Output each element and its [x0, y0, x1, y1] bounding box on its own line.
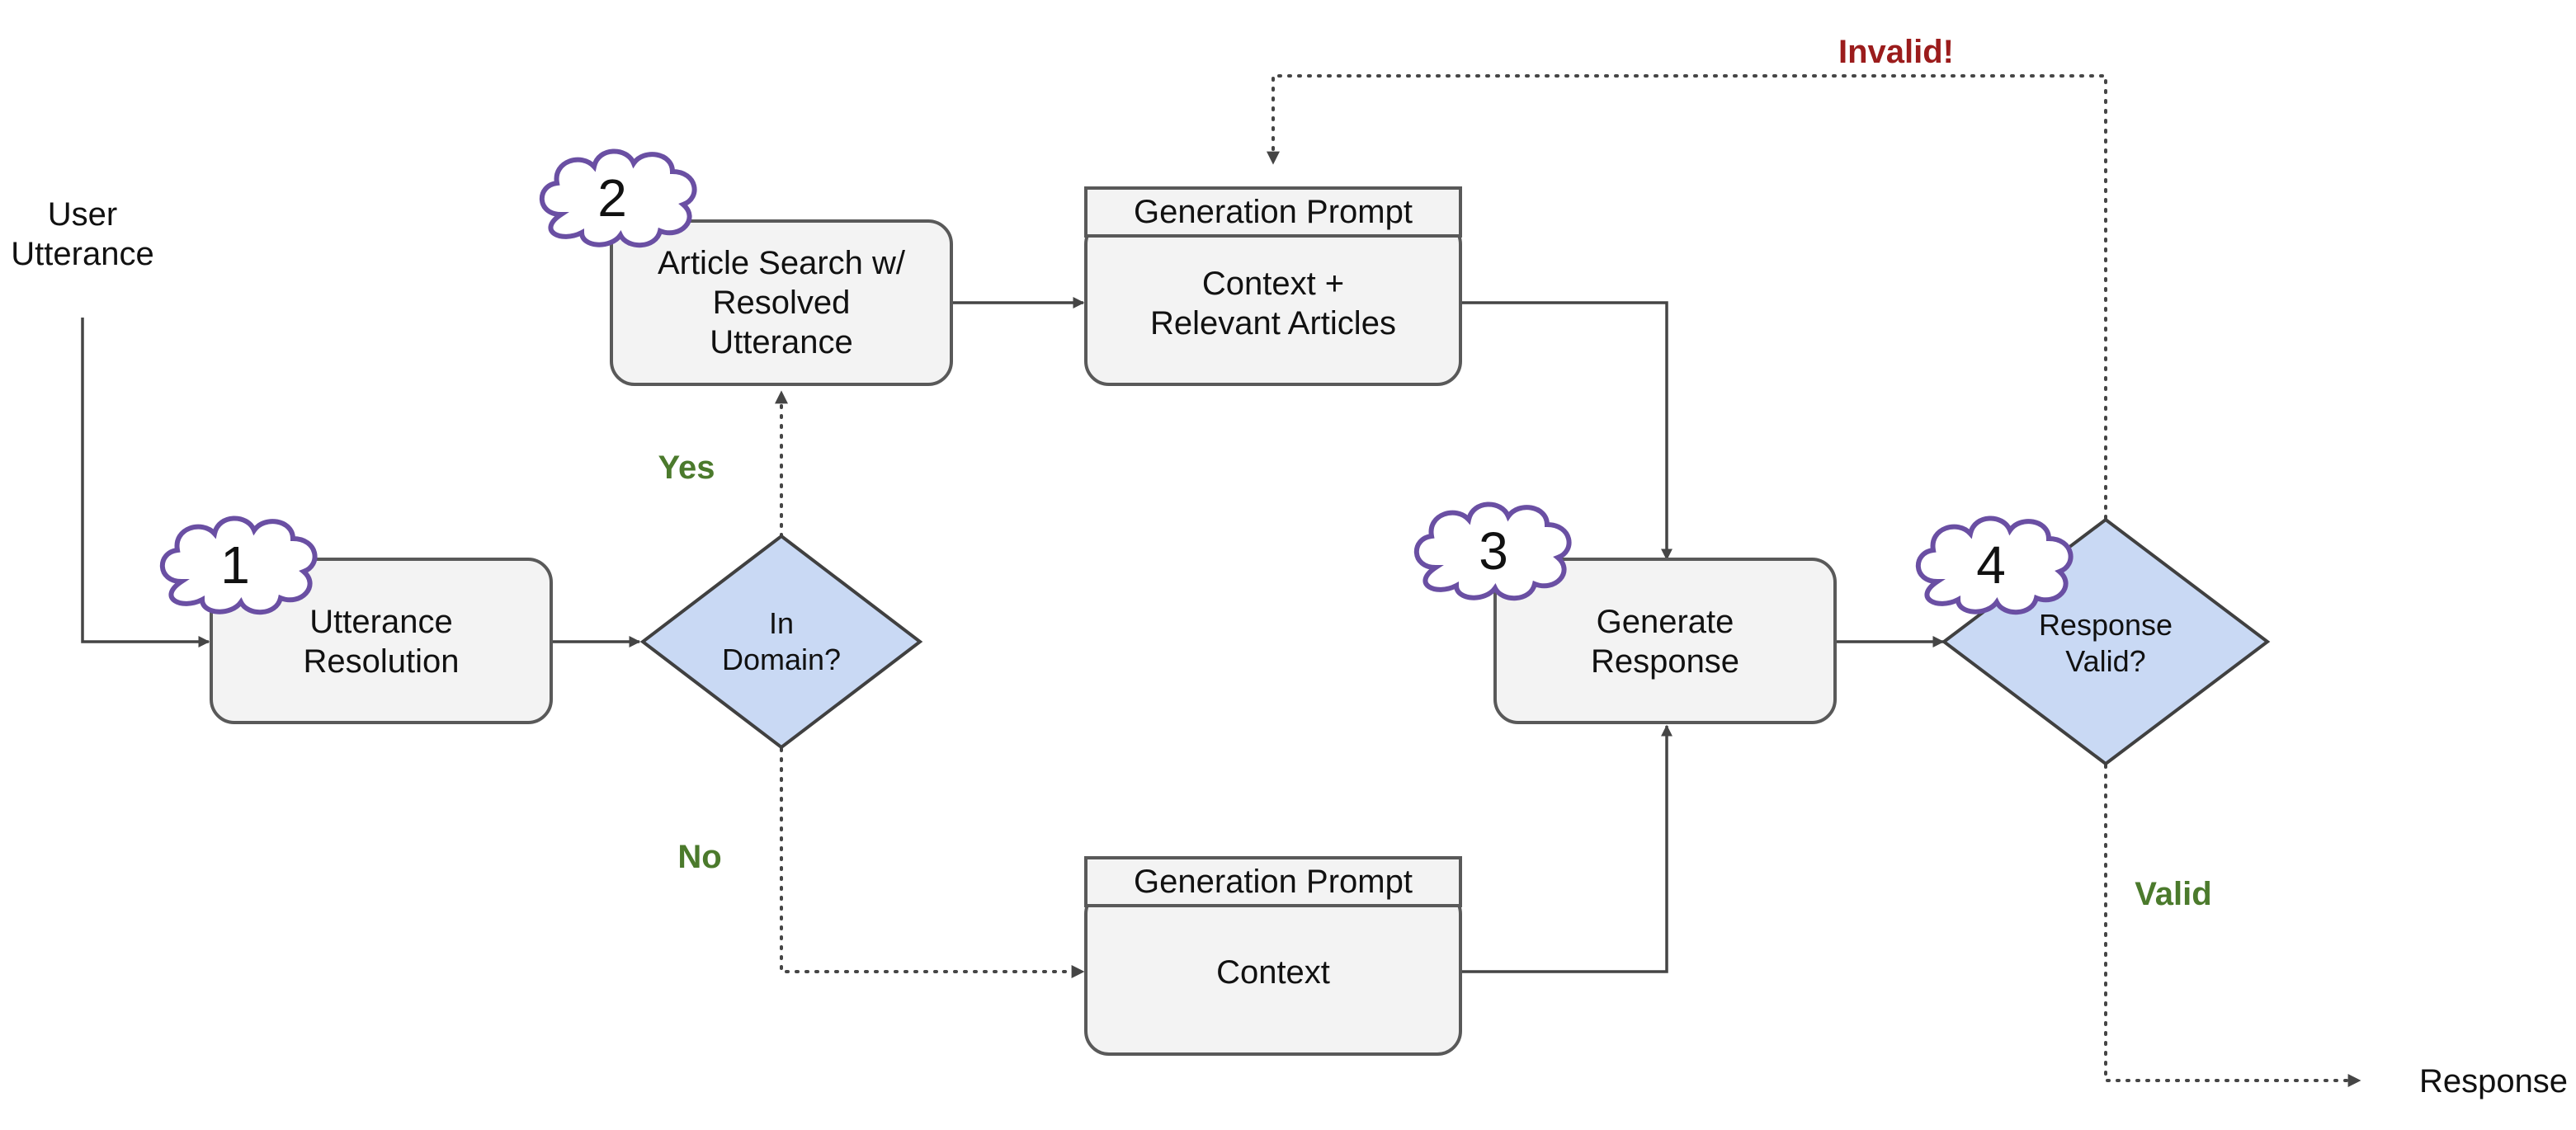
svg-text:1: 1 [220, 535, 250, 595]
svg-text:3: 3 [1479, 521, 1508, 581]
valid-label: Valid [2135, 876, 2211, 912]
edge-domain-no [780, 747, 1085, 978]
edge-invalid-loop [1267, 74, 2107, 520]
generate-response-node[interactable]: Generate Response [1493, 558, 1837, 724]
prompt-bottom-header: Generation Prompt [1134, 864, 1413, 900]
edges [81, 74, 2361, 1087]
response-output-label: Response [2419, 1063, 2568, 1099]
svg-text:User: User [48, 196, 117, 233]
edge-prompt-bottom-to-generate [1462, 724, 1673, 973]
svg-text:Relevant Articles: Relevant Articles [1150, 305, 1396, 341]
svg-text:Valid?: Valid? [2065, 644, 2145, 678]
svg-text:Utterance: Utterance [710, 324, 852, 360]
svg-text:Domain?: Domain? [722, 643, 841, 676]
step-1-cloud: 1 [163, 518, 315, 612]
svg-text:Generate: Generate [1597, 604, 1734, 640]
svg-text:Utterance: Utterance [11, 236, 153, 272]
svg-text:Context +: Context + [1202, 266, 1344, 302]
user-utterance-label: User Utterance [11, 196, 153, 272]
invalid-label: Invalid! [1838, 34, 1954, 70]
generation-prompt-top[interactable]: Generation Prompt Context + Relevant Art… [1084, 186, 1462, 386]
svg-text:Utterance: Utterance [309, 604, 452, 640]
svg-text:Resolution: Resolution [303, 643, 459, 680]
step-3-cloud: 3 [1417, 504, 1569, 598]
edge-user-to-resolution [81, 318, 210, 647]
svg-text:In: In [769, 606, 794, 640]
svg-text:Resolved: Resolved [713, 285, 851, 321]
step-4-cloud: 4 [1918, 518, 2071, 612]
prompt-top-header: Generation Prompt [1134, 194, 1413, 230]
svg-text:Response: Response [2039, 608, 2173, 642]
edge-prompt-top-to-generate [1462, 301, 1673, 561]
generation-prompt-bottom[interactable]: Generation Prompt Context [1084, 856, 1462, 1056]
svg-text:4: 4 [1976, 535, 2006, 595]
svg-text:Context: Context [1216, 954, 1330, 991]
svg-text:Article Search w/: Article Search w/ [658, 245, 906, 281]
svg-text:Response: Response [1591, 643, 1739, 680]
svg-text:2: 2 [597, 168, 627, 228]
yes-label: Yes [658, 450, 715, 486]
in-domain-decision[interactable]: In Domain? [639, 534, 923, 750]
step-2-cloud: 2 [542, 151, 695, 245]
article-search-node[interactable]: Article Search w/ Resolved Utterance [610, 219, 953, 386]
edge-valid-to-response [2104, 764, 2361, 1087]
no-label: No [677, 839, 721, 875]
